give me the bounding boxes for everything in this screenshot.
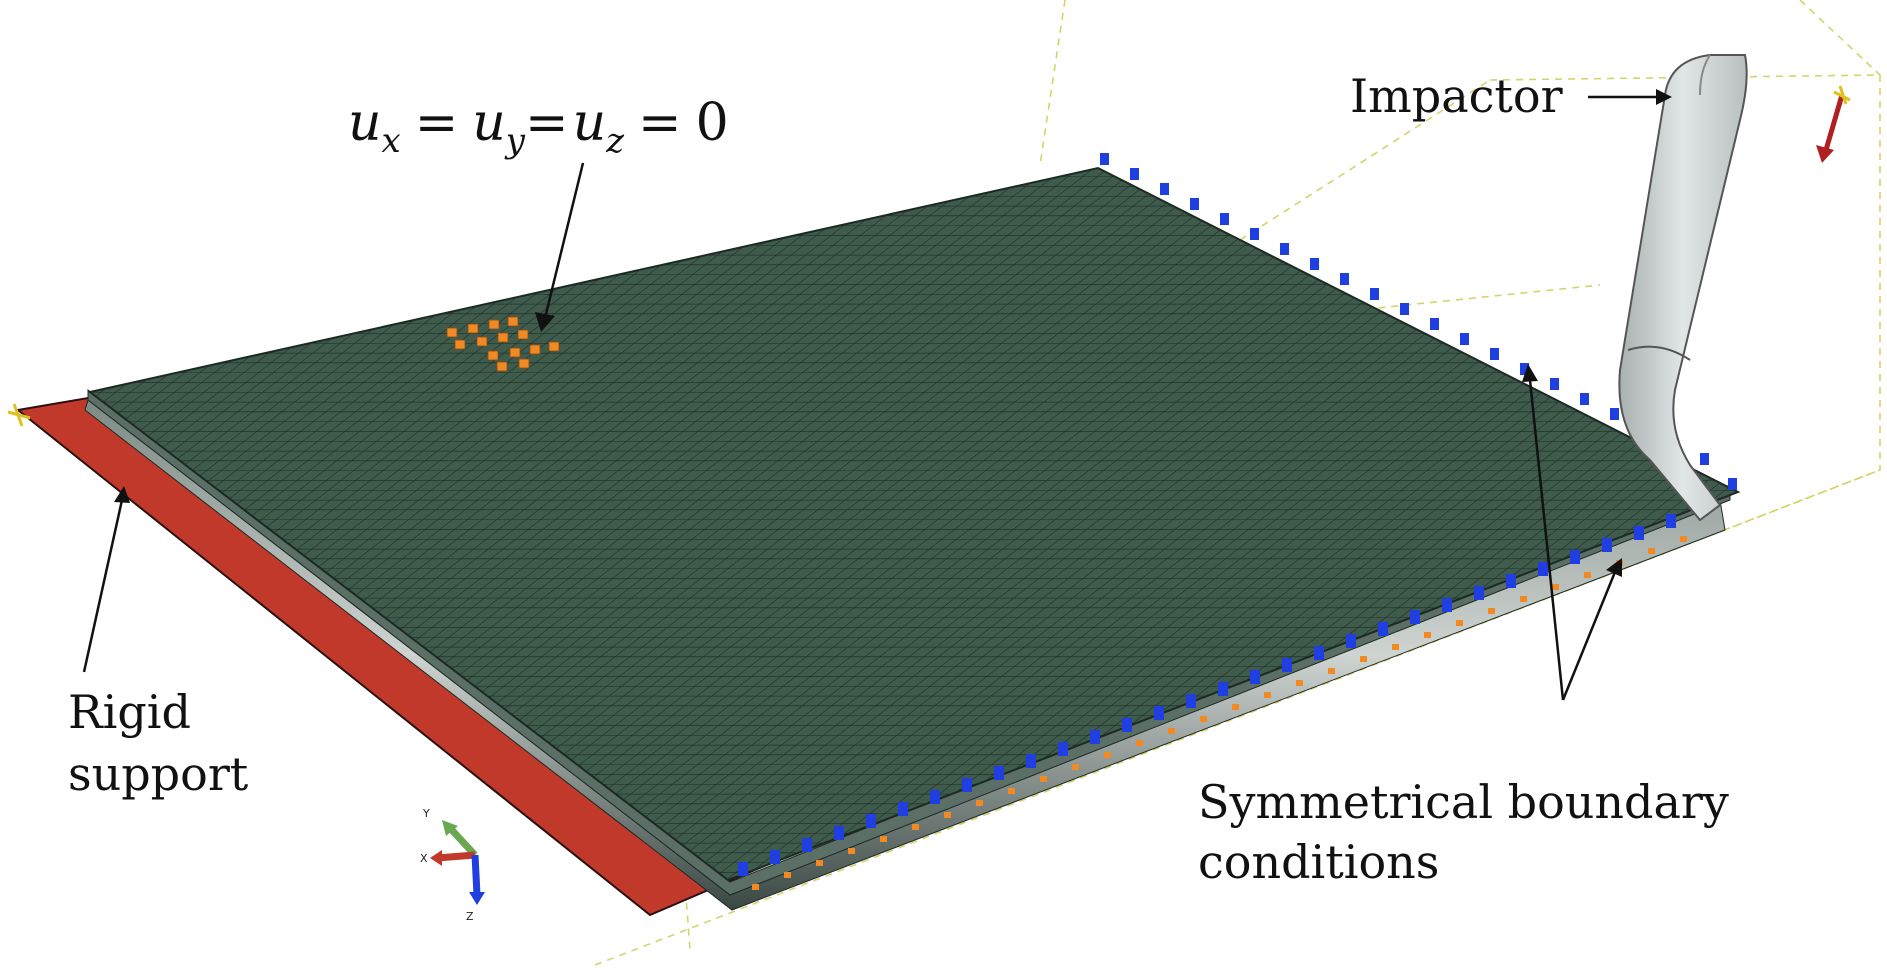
fixed-bc-markers (446, 316, 560, 372)
triad-y-label: Y (422, 807, 430, 820)
coordinate-triad: Y X Z (420, 807, 485, 923)
symmetry-leader-line-1 (1528, 379, 1565, 701)
triad-x-label: X (420, 852, 428, 865)
fixed-constraint-annotation: ux=uy=uz=0 (348, 93, 729, 332)
symmetry-label-line2: conditions (1198, 835, 1439, 889)
symmetry-bc-markers-front-edge (738, 502, 1708, 890)
symmetry-label-line1: Symmetrical boundary (1198, 775, 1729, 829)
rigid-support-label-line1: Rigid (68, 685, 191, 739)
composite-plate (87, 166, 1741, 882)
rigid-support-annotation: Rigid support (68, 486, 249, 801)
symmetry-leader-line-2 (1561, 571, 1617, 701)
equation-leader-line (543, 162, 585, 319)
symmetry-annotation: Symmetrical boundary conditions (1198, 364, 1729, 889)
impactor-label: Impactor (1350, 69, 1563, 123)
impactor (1618, 54, 1748, 522)
rigid-support-label-line2: support (68, 747, 249, 801)
impactor-annotation: Impactor (1350, 69, 1672, 123)
rigid-support-leader-line (82, 499, 124, 673)
left-corner-marker (7, 403, 31, 427)
velocity-arrow-icon (1816, 85, 1851, 163)
triad-z-label: Z (466, 910, 474, 923)
constraint-equation: ux=uy=uz=0 (348, 93, 729, 161)
